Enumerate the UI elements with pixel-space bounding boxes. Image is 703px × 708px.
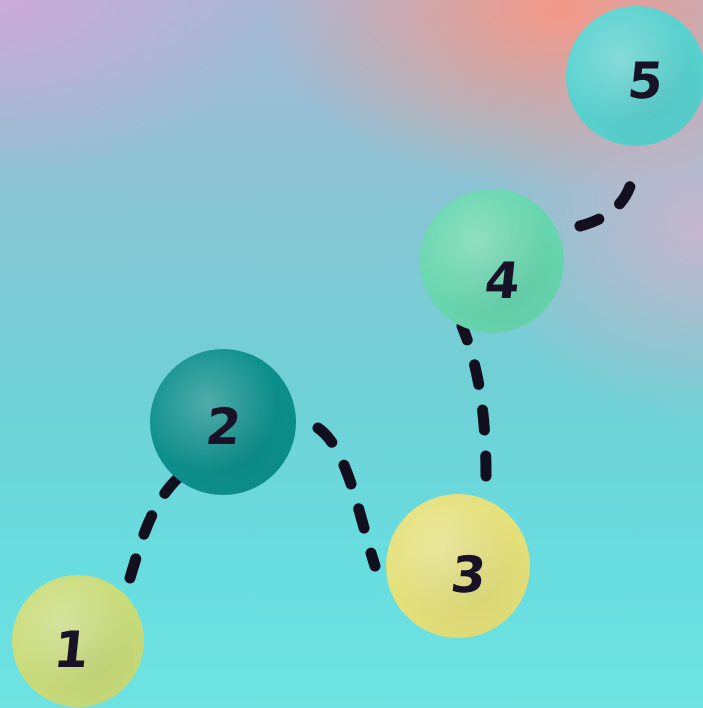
node-2: 2 <box>150 349 296 495</box>
node-4: 4 <box>420 189 564 333</box>
link-2-3 <box>318 428 375 566</box>
node-2-label: 2 <box>203 402 243 452</box>
node-5: 5 <box>566 6 703 146</box>
node-5-label: 5 <box>625 56 665 106</box>
link-1-2 <box>130 478 178 578</box>
node-1: 1 <box>12 575 144 707</box>
node-3-label: 3 <box>448 550 488 600</box>
node-1-label: 1 <box>51 625 91 675</box>
node-3: 3 <box>386 494 530 638</box>
node-4-label: 4 <box>482 256 522 306</box>
link-4-5 <box>580 162 634 226</box>
link-3-4 <box>462 326 486 476</box>
